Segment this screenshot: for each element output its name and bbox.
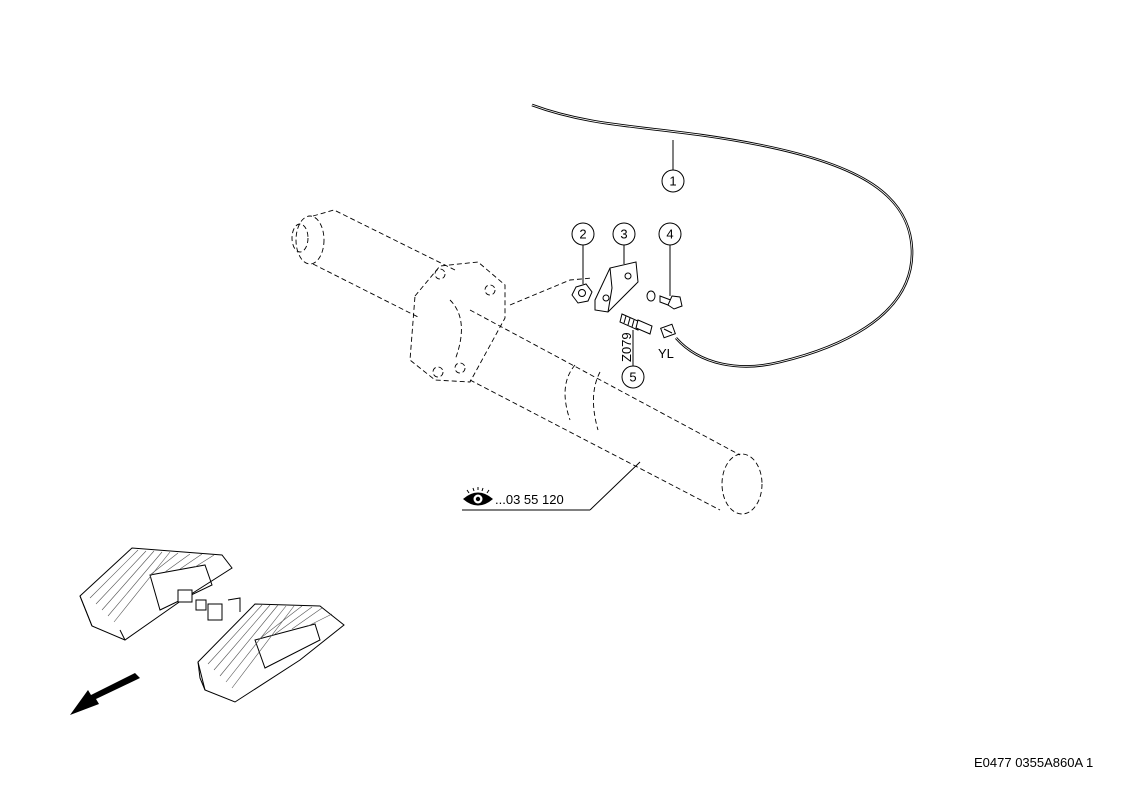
- reference-text: ...03 55 120: [495, 492, 564, 507]
- connector-label: YL: [658, 346, 674, 361]
- washer: [646, 290, 656, 302]
- connector: [660, 323, 676, 339]
- callout-5: 5: [621, 365, 645, 389]
- callout-2: 2: [571, 222, 595, 246]
- axle-phantom: [291, 209, 763, 515]
- sensor-code: Z079: [619, 332, 634, 362]
- svg-text:2: 2: [579, 227, 586, 242]
- svg-text:1: 1: [669, 174, 676, 189]
- axle-link: [177, 589, 241, 621]
- speed-sensor: [619, 313, 653, 335]
- bolt: [659, 295, 683, 310]
- callout-4: 4: [658, 222, 682, 246]
- direction-arrow-icon: [70, 673, 140, 715]
- nut: [571, 283, 593, 304]
- drawing-id: E0477 0355A860A 1: [974, 755, 1093, 770]
- svg-text:3: 3: [620, 227, 627, 242]
- left-track: [79, 547, 233, 641]
- callout-3: 3: [612, 222, 636, 246]
- right-track: [197, 603, 345, 703]
- leader-lines: [462, 140, 674, 511]
- svg-text:5: 5: [629, 370, 636, 385]
- svg-text:4: 4: [666, 227, 673, 242]
- bracket: [594, 261, 639, 313]
- machine-overview: [70, 547, 345, 715]
- eye-icon: [463, 487, 493, 506]
- callout-1: 1: [661, 169, 685, 193]
